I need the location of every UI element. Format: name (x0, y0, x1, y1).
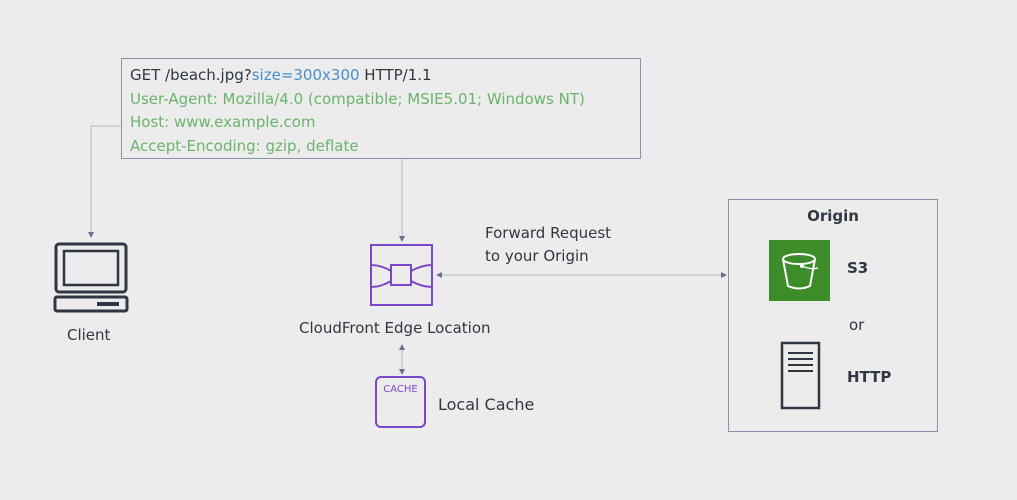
origin-box (728, 199, 938, 432)
request-line: GET /beach.jpg?size=300x300 HTTP/1.1 (130, 64, 640, 88)
local-cache-label: Local Cache (438, 395, 535, 414)
cache-icon: CACHE (375, 376, 426, 428)
origin-title: Origin (807, 207, 859, 225)
server-icon (780, 341, 821, 410)
user-agent-header: User-Agent: Mozilla/4.0 (compatible; MSI… (130, 89, 585, 108)
http-label: HTTP (847, 368, 892, 386)
request-method-path: GET /beach.jpg? (130, 66, 252, 84)
laptop-icon (53, 242, 129, 313)
s3-label: S3 (847, 259, 869, 277)
or-label: or (849, 316, 865, 334)
host-header: Host: www.example.com (130, 113, 316, 131)
client-connector (88, 125, 121, 238)
request-query: size=300x300 (251, 66, 360, 84)
cache-icon-text: CACHE (383, 384, 418, 395)
http-request-box: GET /beach.jpg?size=300x300 HTTP/1.1 Use… (121, 58, 641, 159)
cloudfront-edge-icon (370, 244, 433, 306)
forward-request-line1: Forward Request (485, 224, 612, 242)
request-protocol: HTTP/1.1 (359, 66, 432, 84)
accept-encoding-header: Accept-Encoding: gzip, deflate (130, 136, 359, 155)
forward-request-line2: to your Origin (485, 247, 589, 265)
s3-bucket-icon (769, 240, 830, 301)
edge-location-label: CloudFront Edge Location (299, 319, 491, 337)
client-label: Client (67, 326, 111, 344)
